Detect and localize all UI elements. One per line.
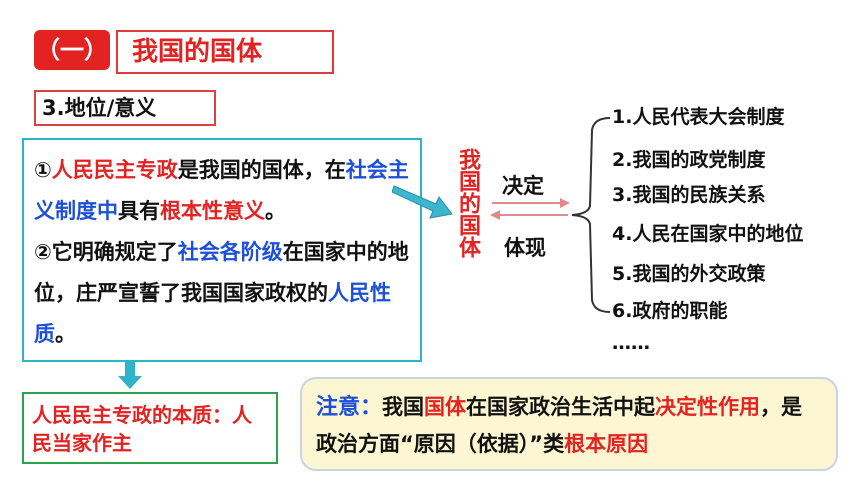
list-item: 3.我国的民族关系 — [612, 184, 766, 206]
center-vertical-label: 我国的国体 — [455, 148, 480, 258]
diagonal-arrow-icon — [392, 185, 453, 219]
note-label: 注意： — [316, 395, 383, 420]
p2-text-e: 。 — [55, 322, 76, 346]
note-red-term-1: 国体 — [424, 395, 467, 419]
note-box: 注意：我国国体在国家政治生活中起决定性作用，是政治方面“原因（依据）”类根本原因 — [300, 377, 838, 471]
relation-forward-label: 决定 — [502, 174, 544, 198]
p1-red-term: 根本性意义 — [160, 199, 265, 223]
down-arrow-icon — [118, 362, 142, 389]
p1-text-f: 。 — [265, 199, 286, 223]
p2-blue-term-2: 人民性质 — [34, 281, 391, 346]
list-item: 5.我国的外交政策 — [612, 263, 766, 285]
paragraph-2: ②它明确规定了社会各阶级在国家中的地位，庄严宣誓了我国国家政权的人民性质。 — [34, 232, 410, 355]
list-item: 1.人民代表大会制度 — [612, 106, 785, 128]
curly-bracket-icon — [571, 117, 611, 313]
essence-box: 人民民主专政的本质：人民当家作主 — [22, 392, 278, 464]
list-item: 6.政府的职能 — [612, 300, 728, 322]
p1-number: ① — [34, 158, 52, 182]
p1-key-term: 人民民主专政 — [51, 158, 178, 182]
relation-backward-label: 体现 — [504, 236, 546, 260]
p1-text-b: 是我国的国体，在 — [177, 158, 346, 182]
double-arrow-icon — [490, 198, 570, 220]
subtitle-box: 3.地位/意义 — [34, 90, 216, 126]
paragraph-1: ①人民民主专政是我国的国体，在社会主义制度中具有根本性意义。 — [34, 150, 410, 232]
p2-text-c: 在国家中的地位，庄严宣誓了我国国家政权的 — [34, 240, 409, 305]
list-item: 4.人民在国家中的地位 — [612, 223, 804, 245]
p1-text-d: 具有 — [118, 199, 160, 223]
p1-blue-term: 社会主义制度中 — [34, 158, 409, 223]
p2-text-a: 它明确规定了 — [51, 240, 178, 264]
page-title: 我国的国体 — [116, 30, 334, 74]
note-text-a: 我国 — [382, 395, 425, 419]
p2-blue-term: 社会各阶级 — [177, 240, 283, 264]
p2-number: ② — [34, 240, 52, 264]
section-badge: （一） — [34, 30, 110, 70]
main-text-box: ①人民民主专政是我国的国体，在社会主义制度中具有根本性意义。 ②它明确规定了社会… — [22, 138, 422, 362]
note-red-term-3: 根本原因 — [564, 432, 649, 456]
note-text-e: ，是政治方面“原因（依据）”类 — [316, 395, 803, 456]
list-ellipsis: …… — [612, 332, 650, 354]
note-red-term-2: 决定性作用 — [655, 395, 761, 419]
list-item: 2.我国的政党制度 — [612, 149, 766, 171]
note-text-c: 在国家政治生活中起 — [466, 395, 656, 419]
